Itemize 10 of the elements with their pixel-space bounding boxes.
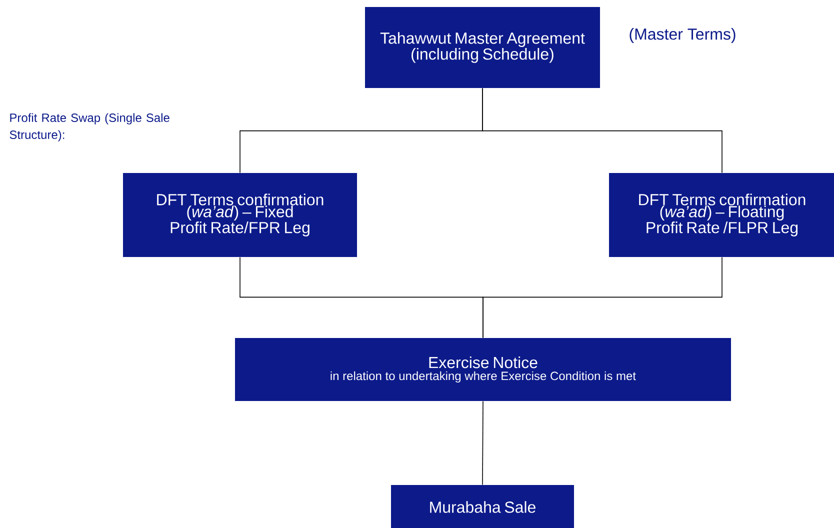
connector-line [482,88,722,174]
process-box: Tahawwut Master Agreement (including Schedule) [365,7,600,88]
process-box: Exercise Notice in relation to undertaking where Exercise Condition is met [235,338,731,401]
connector-line [482,400,484,486]
side-note: (Master Terms) [630,28,736,43]
process-box: Murabaha Sale [391,485,574,528]
process-box: DFT Terms confirmation (wa’ad) – Floating Profit Rate /FLPR Leg [609,173,834,257]
section-label: Profit Rate Swap (Single Sale Structure): [10,113,170,142]
process-box: DFT Terms confirmation (wa’ad) – Fixed Profit Rate/FPR Leg [123,173,357,257]
connector-line [482,256,722,338]
